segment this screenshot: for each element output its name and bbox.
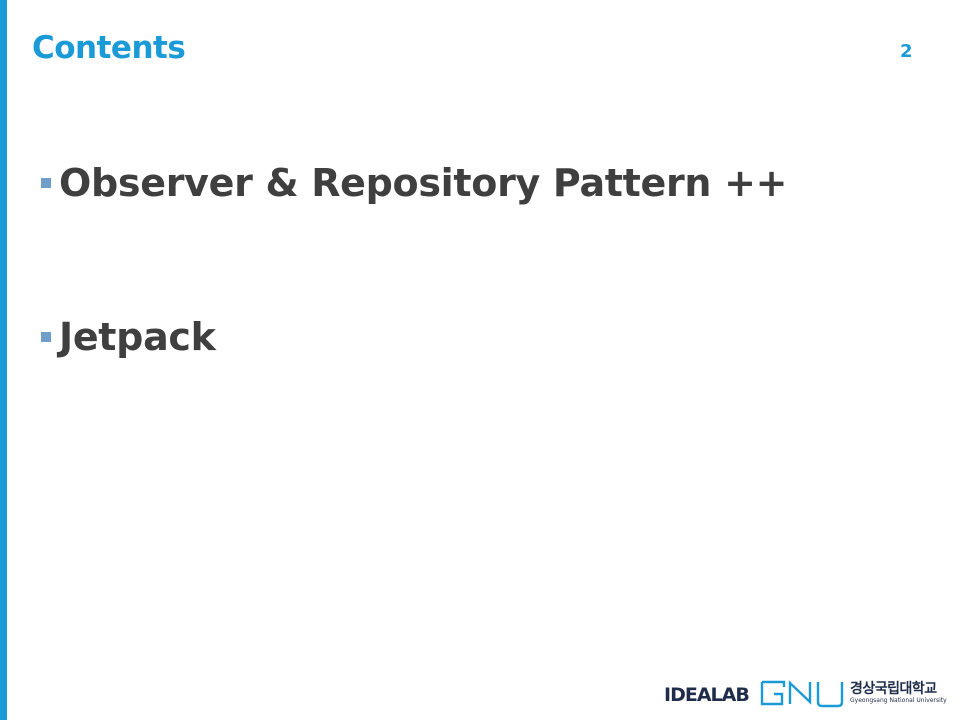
- university-name-korean: 경상국립대학교: [850, 681, 937, 697]
- slide-title: Contents: [32, 30, 186, 66]
- idealab-logo: IDEALAB: [664, 684, 750, 706]
- bullet-text: Observer & Repository Pattern ++: [59, 161, 788, 205]
- left-accent-bar: [0, 0, 7, 720]
- bullet-text: Jetpack: [59, 315, 216, 359]
- bullet-item-jetpack: Jetpack: [41, 312, 216, 362]
- bullet-item-observer-repository: Observer & Repository Pattern ++: [41, 158, 788, 208]
- square-bullet-icon: [41, 332, 51, 342]
- page-number: 2: [900, 41, 913, 62]
- gnu-logo-icon: [760, 680, 844, 708]
- square-bullet-icon: [41, 178, 51, 188]
- university-name-english: Gyeongsang National University: [850, 697, 947, 704]
- footer-logos: IDEALAB 경상국립대학교 Gyeongsang National Univ…: [664, 680, 947, 710]
